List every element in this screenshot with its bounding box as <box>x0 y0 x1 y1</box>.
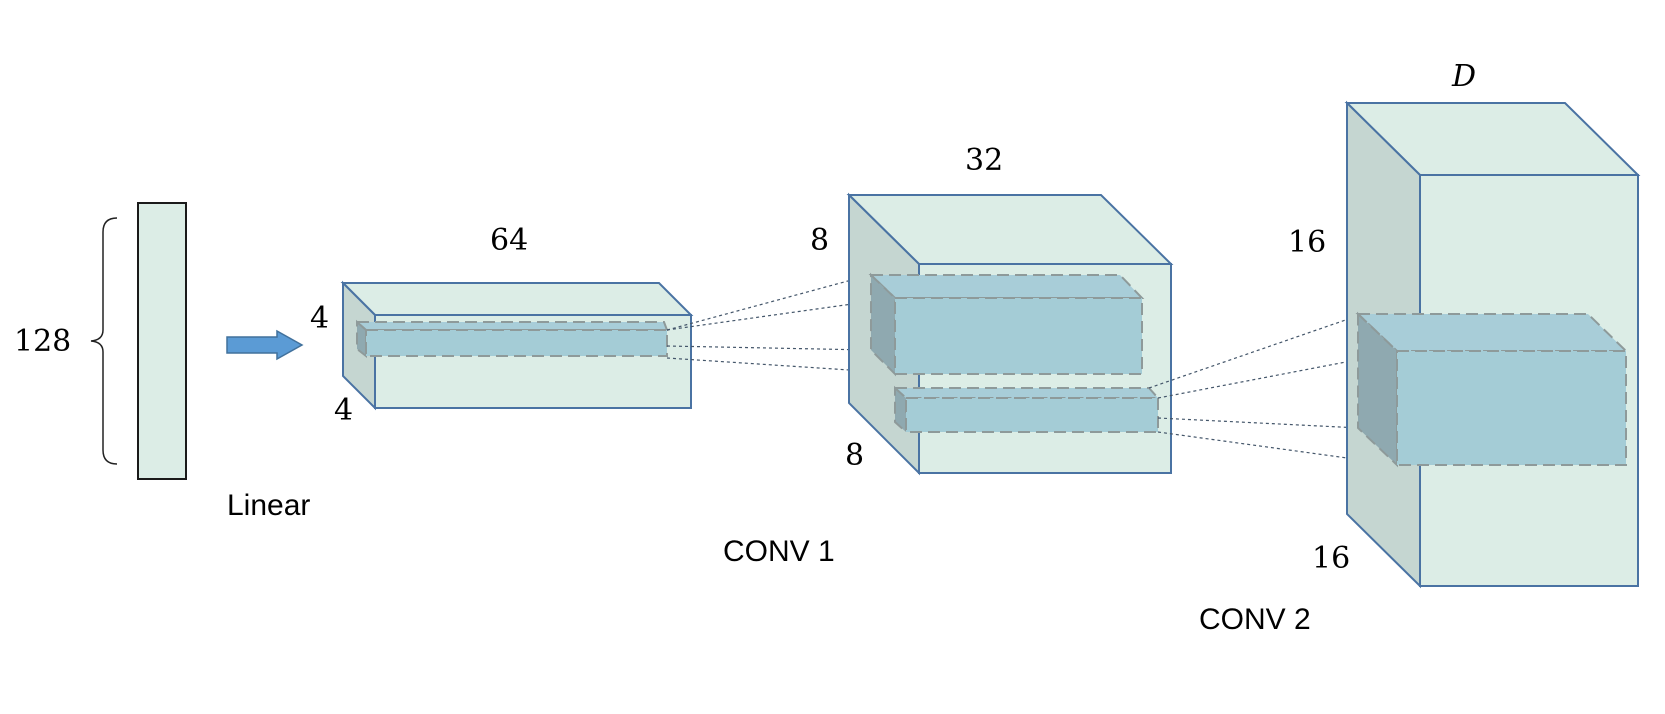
block-3-kernel-top <box>1355 313 1629 352</box>
linear-arrow: Linear <box>226 329 310 522</box>
block-1-depth-label: 4 <box>334 393 353 428</box>
block-3-width-label: D <box>1451 59 1476 94</box>
linear-label: Linear <box>227 489 310 522</box>
conv2-label: CONV 2 <box>1199 603 1311 636</box>
conv1-label: CONV 1 <box>723 535 835 568</box>
block-1: 64 4 4 <box>310 223 694 428</box>
input-size-label: 128 <box>14 324 71 359</box>
block-2-kernel-a-top <box>868 274 1145 299</box>
block-2-height-label: 8 <box>810 223 829 258</box>
block-1-height-label: 4 <box>310 301 329 336</box>
conv1-guides <box>666 274 896 374</box>
block-3: D 16 16 <box>1288 59 1641 589</box>
block-1-kernel-front <box>365 329 668 357</box>
block-2-depth-label: 8 <box>845 438 864 473</box>
block-2-kernel-a-front <box>894 297 1143 375</box>
arrow-icon <box>226 329 304 361</box>
block-1-width-label: 64 <box>490 223 528 258</box>
block-2-kernel-b-front <box>905 397 1159 433</box>
block-3-kernel-front <box>1396 350 1627 466</box>
block-2-kernel-b-side <box>894 385 907 435</box>
block-1-top <box>340 282 694 316</box>
block-3-depth-label: 16 <box>1312 541 1350 576</box>
block-2-kernel-b-top <box>892 387 1161 399</box>
input-vector-bar <box>137 202 187 480</box>
block-1-kernel-top <box>354 321 669 331</box>
block-3-height-label: 16 <box>1288 225 1326 260</box>
block-2: 32 8 8 <box>810 143 1174 476</box>
block-2-width-label: 32 <box>965 143 1003 178</box>
conv2-guides <box>1148 314 1399 466</box>
input-brace <box>90 217 118 465</box>
input-vector: 128 <box>14 202 187 480</box>
